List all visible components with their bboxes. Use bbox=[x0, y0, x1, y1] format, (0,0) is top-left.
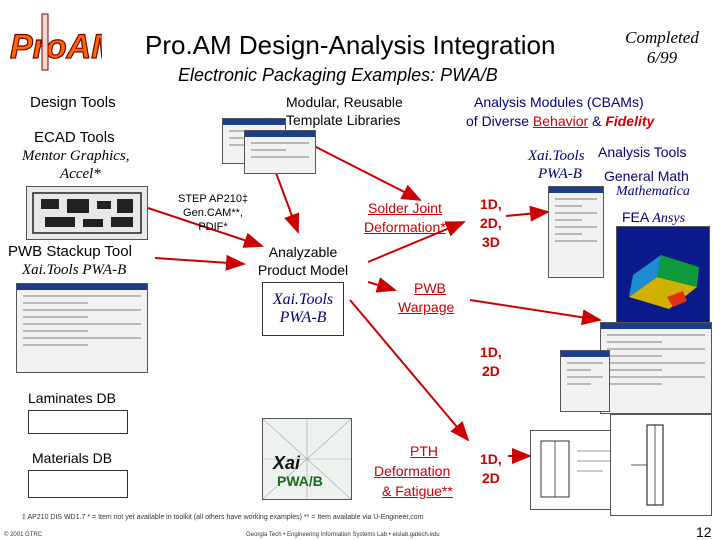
fea-prefix: FEA bbox=[622, 209, 649, 225]
pwb-stackup-vendor: Xai.Tools PWA-B bbox=[22, 262, 127, 278]
completed-status: Completed 6/99 bbox=[612, 28, 712, 68]
heading-amp: & bbox=[592, 113, 602, 129]
arrow-stackup-to-model bbox=[154, 254, 246, 271]
xai-tools-model-box: Xai.Tools PWA-B bbox=[262, 282, 344, 336]
solder-joint-line2: Deformation* bbox=[364, 219, 446, 235]
fea-ansys-screenshot bbox=[616, 226, 710, 324]
analyzable-model-line2: Product Model bbox=[257, 262, 349, 278]
heading-fidelity: Fidelity bbox=[605, 113, 655, 129]
xai-logo-line1: Xai bbox=[273, 453, 301, 473]
formats-line2: Gen.CAM**, bbox=[183, 207, 243, 219]
arrow-ecad-to-model bbox=[147, 207, 264, 248]
page-subtitle: Electronic Packaging Examples: PWA/B bbox=[178, 65, 498, 85]
pth-analysis-screenshot bbox=[530, 430, 618, 510]
warpage-fidelity-line2: 2D bbox=[482, 363, 500, 379]
pth-line1: PTH bbox=[410, 443, 438, 459]
analysis-xai-line1: Xai.Tools bbox=[528, 148, 585, 164]
solder-fidelity-line2: 2D, bbox=[480, 215, 502, 231]
mathematica-label: Mathematica bbox=[616, 184, 690, 199]
xai-box-line2: PWA-B bbox=[279, 309, 327, 326]
heading-behavior: Behavior bbox=[532, 113, 589, 129]
design-tools-heading: Design Tools bbox=[30, 94, 116, 111]
fea-tool: Ansys bbox=[652, 211, 686, 226]
warpage-analysis-screenshot bbox=[600, 322, 712, 414]
arrow-template-to-analysis bbox=[313, 145, 422, 201]
materials-db-box bbox=[28, 470, 128, 498]
proam-logo-text: ProAM bbox=[10, 28, 102, 66]
arrow-warpage-to-tools bbox=[469, 299, 602, 326]
solder-fidelity-line1: 1D, bbox=[480, 196, 502, 212]
completed-label: Completed bbox=[625, 28, 699, 47]
analysis-modules-heading-line1: Analysis Modules (CBAMs) bbox=[474, 94, 644, 110]
warpage-form-screenshot bbox=[560, 350, 610, 412]
laminates-db-box bbox=[28, 410, 128, 434]
analyzable-model-line1: Analyzable bbox=[268, 244, 338, 260]
formats-line3: PDIF* bbox=[198, 221, 228, 233]
proam-logo: ProAM bbox=[6, 8, 121, 74]
formats-line1: STEP AP210‡ bbox=[178, 193, 249, 205]
solder-analysis-screenshot bbox=[548, 186, 604, 278]
arrow-model-to-warpage bbox=[367, 277, 397, 293]
pth-fidelity-line2: 2D bbox=[482, 470, 500, 486]
laminates-db-label: Laminates DB bbox=[28, 390, 116, 406]
template-libraries-line2: Template Libraries bbox=[286, 112, 401, 128]
ecad-tools-label: ECAD Tools bbox=[34, 129, 115, 146]
materials-db-label: Materials DB bbox=[32, 450, 113, 466]
ecad-vendor-line2: Accel* bbox=[60, 166, 101, 182]
completed-date: 6/99 bbox=[646, 48, 678, 67]
page-title: Pro.AM Design-Analysis Integration bbox=[145, 30, 556, 60]
ecad-board-image bbox=[26, 186, 148, 240]
footer-copyright: © 2001 GTRC bbox=[4, 532, 43, 538]
page-number: 12 bbox=[696, 524, 712, 540]
arrow-model-to-pth bbox=[349, 299, 470, 442]
pth-line3: & Fatigue** bbox=[382, 483, 453, 499]
heading-diverse: of Diverse bbox=[466, 113, 530, 129]
solder-joint-line1: Solder Joint bbox=[368, 200, 442, 216]
xai-box-line1: Xai.Tools bbox=[272, 291, 334, 308]
analysis-modules-heading-line2: of Diverse Behavior & Fidelity bbox=[466, 113, 654, 129]
xai-pwab-logo: Xai PWA/B bbox=[262, 418, 352, 500]
pwb-warpage-line2: Warpage bbox=[398, 299, 455, 315]
arrow-model-to-solder bbox=[367, 221, 466, 263]
pwb-warpage-line1: PWB bbox=[414, 280, 446, 296]
solder-fidelity-line3: 3D bbox=[482, 234, 500, 250]
arrow-solder-to-tools bbox=[505, 205, 550, 222]
template-libraries-line1: Modular, Reusable bbox=[286, 94, 403, 110]
footer-notes: ‡ AP210 DIS WD1.7 * = Item not yet avail… bbox=[22, 514, 424, 521]
template-libraries-screenshot-2 bbox=[244, 130, 316, 174]
ecad-vendor-line1: Mentor Graphics, bbox=[22, 148, 130, 164]
pwb-stackup-label: PWB Stackup Tool bbox=[8, 243, 132, 260]
analysis-xai-line2: PWA-B bbox=[538, 166, 582, 182]
pth-line2: Deformation bbox=[374, 463, 451, 479]
warpage-fidelity-line1: 1D, bbox=[480, 344, 502, 360]
general-math-label: General Math bbox=[604, 168, 689, 184]
stackup-tool-screenshot bbox=[16, 283, 148, 373]
pth-fidelity-line1: 1D, bbox=[480, 451, 502, 467]
xai-logo-line2: PWA/B bbox=[277, 473, 323, 489]
fea-label: FEA Ansys bbox=[622, 209, 685, 227]
analysis-tools-heading: Analysis Tools bbox=[598, 144, 687, 160]
footer-lab: Georgia Tech • Engineering Information S… bbox=[246, 532, 440, 538]
pth-fatigue-screenshot bbox=[610, 414, 712, 516]
